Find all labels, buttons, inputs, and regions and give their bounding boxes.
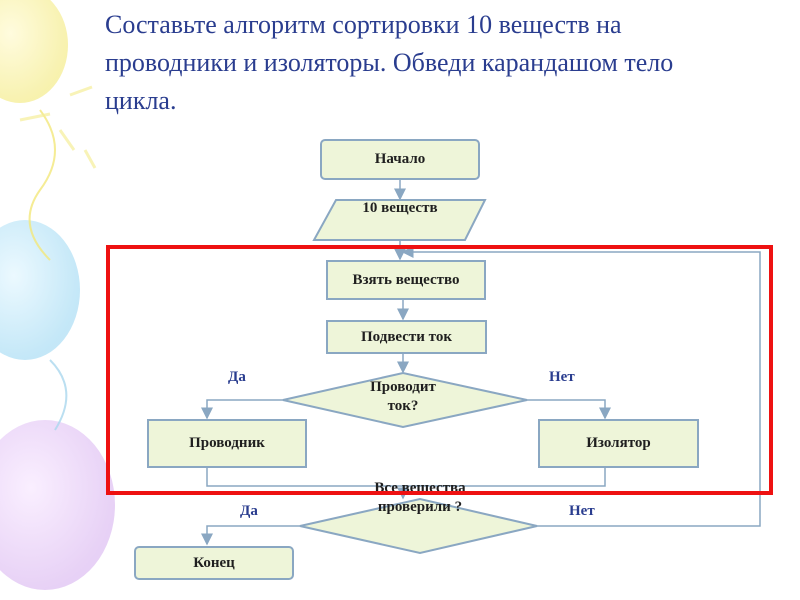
conductor-box: Проводник <box>147 419 307 468</box>
no-branch-label-2: Нет <box>569 503 595 519</box>
input-label: 10 веществ <box>362 200 438 216</box>
end-terminal: Конец <box>134 546 294 580</box>
end-label: Конец <box>193 554 235 571</box>
yes-branch-label-2: Да <box>240 503 258 519</box>
yes-branch-label-1: Да <box>228 369 246 385</box>
take-substance-box: Взять вещество <box>326 260 486 300</box>
take-substance-label: Взять вещество <box>352 271 460 288</box>
conducts-decision-label: Проводит ток? <box>370 379 436 414</box>
insulator-label: Изолятор <box>586 435 651 451</box>
task-title: Составьте алгоритм сортировки 10 веществ… <box>105 10 674 115</box>
insulator-box: Изолятор <box>538 419 699 468</box>
conductor-label: Проводник <box>189 435 265 451</box>
start-terminal: Начало <box>320 139 480 180</box>
apply-current-label: Подвести ток <box>361 328 452 345</box>
no-branch-label-1: Нет <box>549 369 575 385</box>
apply-current-box: Подвести ток <box>326 320 487 354</box>
start-label: Начало <box>374 151 426 167</box>
loop-body-highlight-frame <box>106 245 773 495</box>
